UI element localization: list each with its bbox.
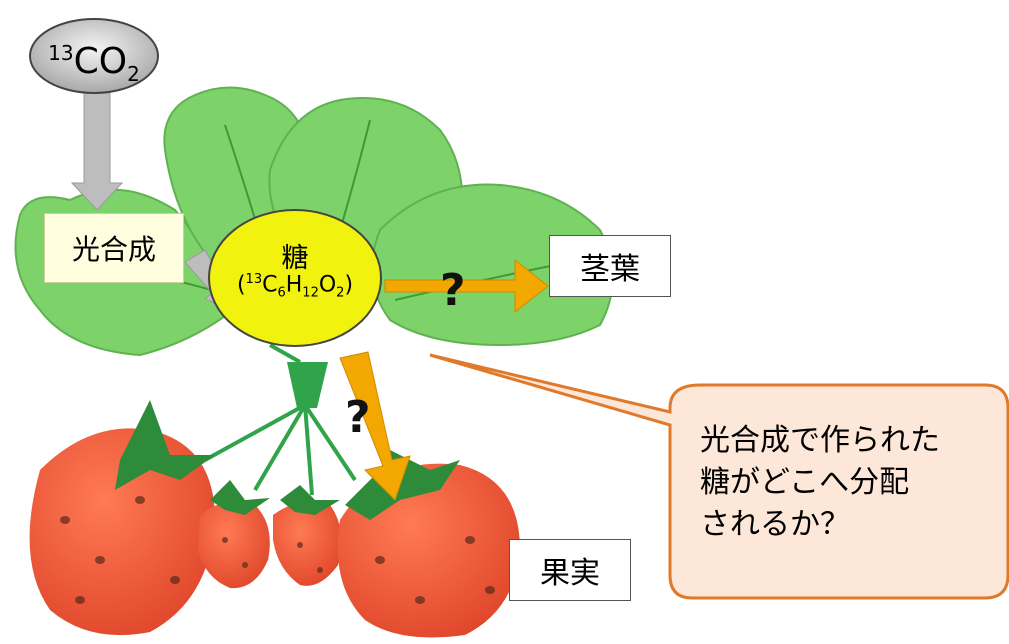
stem-leaf-label: 茎葉 — [549, 235, 671, 297]
co2-subscript: 2 — [127, 62, 140, 87]
photosynthesis-text: 光合成 — [71, 233, 156, 266]
question-mark-stem-leaf: ? — [440, 265, 466, 316]
strawberry-small-2 — [273, 501, 342, 586]
strawberry-small-1 — [198, 501, 270, 589]
sugar-title: 糖 — [281, 243, 309, 274]
co2-node — [29, 18, 159, 94]
fruit-text: 果実 — [540, 556, 600, 591]
arrow-co2-to-photosynthesis — [70, 92, 124, 211]
sugar-formula: (13C6H12O2) — [236, 272, 354, 301]
strawberries — [29, 400, 520, 638]
callout-bubble — [429, 353, 1009, 600]
arrow-sugar-to-stem-leaf — [384, 258, 549, 314]
strawberry-left — [29, 428, 216, 636]
question-mark-fruit: ? — [345, 392, 371, 443]
distribution-arrows — [339, 258, 549, 501]
fruit-label: 果実 — [509, 539, 631, 601]
co2-formula: CO — [73, 41, 128, 82]
co2-label: 13CO2 — [36, 30, 152, 97]
photosynthesis-label: 光合成 — [44, 213, 184, 283]
callout-line: 光合成で作られた — [700, 423, 940, 458]
stem-cup — [287, 362, 328, 408]
callout-line: されるか？ — [700, 507, 850, 542]
leaf-right — [371, 183, 614, 347]
sugar-node — [208, 209, 382, 347]
stems — [204, 343, 357, 496]
callout-text: 光合成で作られた 糖がどこへ分配 されるか？ — [700, 420, 990, 546]
co2-isotope: 13 — [48, 41, 74, 65]
stem-leaf-text: 茎葉 — [580, 252, 640, 287]
arrow-sugar-to-fruit — [339, 351, 411, 501]
callout-line: 糖がどこへ分配 — [700, 465, 910, 500]
